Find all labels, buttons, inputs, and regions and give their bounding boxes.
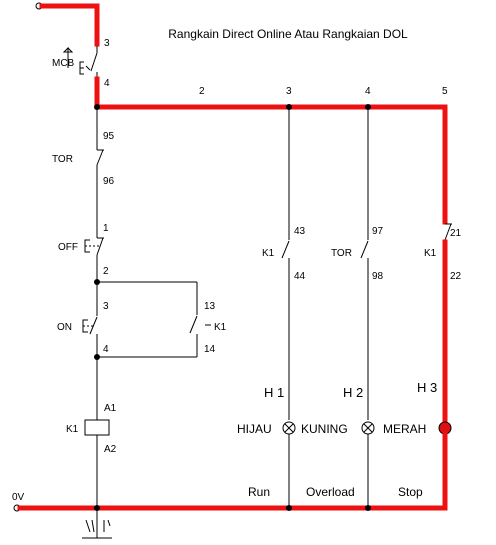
stop-terminal-21: 21 xyxy=(450,228,462,239)
junction-node xyxy=(365,505,371,511)
mcb-trip-arrow-icon xyxy=(62,46,74,68)
tor-nc-blade xyxy=(96,149,104,166)
k1-run-contact-blade xyxy=(281,240,290,259)
on-label: ON xyxy=(57,322,72,333)
off-pushbutton: OFF 1 2 xyxy=(58,222,109,282)
k1-coil-terminal-a1: A1 xyxy=(104,403,117,414)
stop-contact-label: K1 xyxy=(424,248,437,259)
off-button-blade xyxy=(96,237,104,256)
ground-symbol-icon xyxy=(82,508,112,539)
status-stop: Stop xyxy=(398,485,423,499)
overload-contact-label: TOR xyxy=(331,248,352,259)
mcb-terminal-bottom: 4 xyxy=(104,78,110,89)
tor-nc-contact: TOR 95 96 xyxy=(52,107,115,222)
incoming-supply xyxy=(35,2,100,47)
lamp-kuning-icon xyxy=(361,421,375,435)
stop-terminal-22: 22 xyxy=(450,271,462,282)
k1-holding-terminal-14: 14 xyxy=(204,344,216,355)
k1-holding-contact: 13 K1 14 xyxy=(97,301,227,358)
off-label: OFF xyxy=(58,242,78,253)
run-contact-label: K1 xyxy=(262,248,275,259)
neutral-label: 0V xyxy=(12,492,25,503)
k1-coil: K1 A1 A2 xyxy=(66,357,117,508)
tor-terminal-95: 95 xyxy=(103,131,115,142)
run-terminal-43: 43 xyxy=(294,226,306,237)
status-run: Run xyxy=(248,485,270,499)
on-terminal-4: 4 xyxy=(103,344,109,355)
tor-overload-contact-blade xyxy=(360,240,369,259)
branch-stop: 21 K1 22 H 3 MERAH Stop xyxy=(383,223,462,511)
k1-coil-label: K1 xyxy=(66,424,79,435)
tor-terminal-96: 96 xyxy=(103,176,115,187)
lamp-h2-label: H 2 xyxy=(343,385,363,400)
rail-node-2: 2 xyxy=(199,86,205,97)
lamp-merah-text: MERAH xyxy=(383,422,426,436)
k1-holding-blade xyxy=(189,315,198,334)
lamp-hijau-text: HIJAU xyxy=(237,422,272,436)
off-terminal-1: 1 xyxy=(103,223,109,234)
rail-node-3: 3 xyxy=(286,86,292,97)
lamp-h1-label: H 1 xyxy=(264,385,284,400)
k1-coil-terminal-a2: A2 xyxy=(104,444,117,455)
overload-terminal-98: 98 xyxy=(372,271,384,282)
lamp-h3-label: H 3 xyxy=(417,380,437,395)
lamp-kuning-text: KUNING xyxy=(301,422,348,436)
tor-label: TOR xyxy=(52,154,73,165)
on-pushbutton: ON 3 4 xyxy=(57,282,109,357)
k1-coil-body xyxy=(84,419,110,436)
mcb-switch: MCB 3 4 xyxy=(52,38,110,89)
mcb-label: MCB xyxy=(52,58,75,69)
branch-overload: 97 TOR 98 H 2 KUNING Overload xyxy=(301,107,384,508)
mcb-terminal-top: 3 xyxy=(104,38,110,49)
junction-node xyxy=(286,505,292,511)
k1-holding-label: K1 xyxy=(214,322,227,333)
on-terminal-3: 3 xyxy=(103,301,109,312)
rail-node-5: 5 xyxy=(442,86,448,97)
k1-stop-contact-blade xyxy=(444,223,452,241)
off-terminal-2: 2 xyxy=(103,266,109,277)
run-terminal-44: 44 xyxy=(294,271,306,282)
rail-node-4: 4 xyxy=(365,86,371,97)
overload-terminal-97: 97 xyxy=(372,226,384,237)
branch-run: 43 K1 44 H 1 HIJAU Run xyxy=(237,107,306,508)
lamp-hijau-icon xyxy=(282,421,296,435)
diagram-title: Rangkain Direct Online Atau Rangkaian DO… xyxy=(168,27,408,41)
on-button-blade xyxy=(89,316,98,335)
k1-holding-terminal-13: 13 xyxy=(204,301,216,312)
status-overload: Overload xyxy=(306,485,355,499)
mcb-switch-blade xyxy=(90,52,98,72)
